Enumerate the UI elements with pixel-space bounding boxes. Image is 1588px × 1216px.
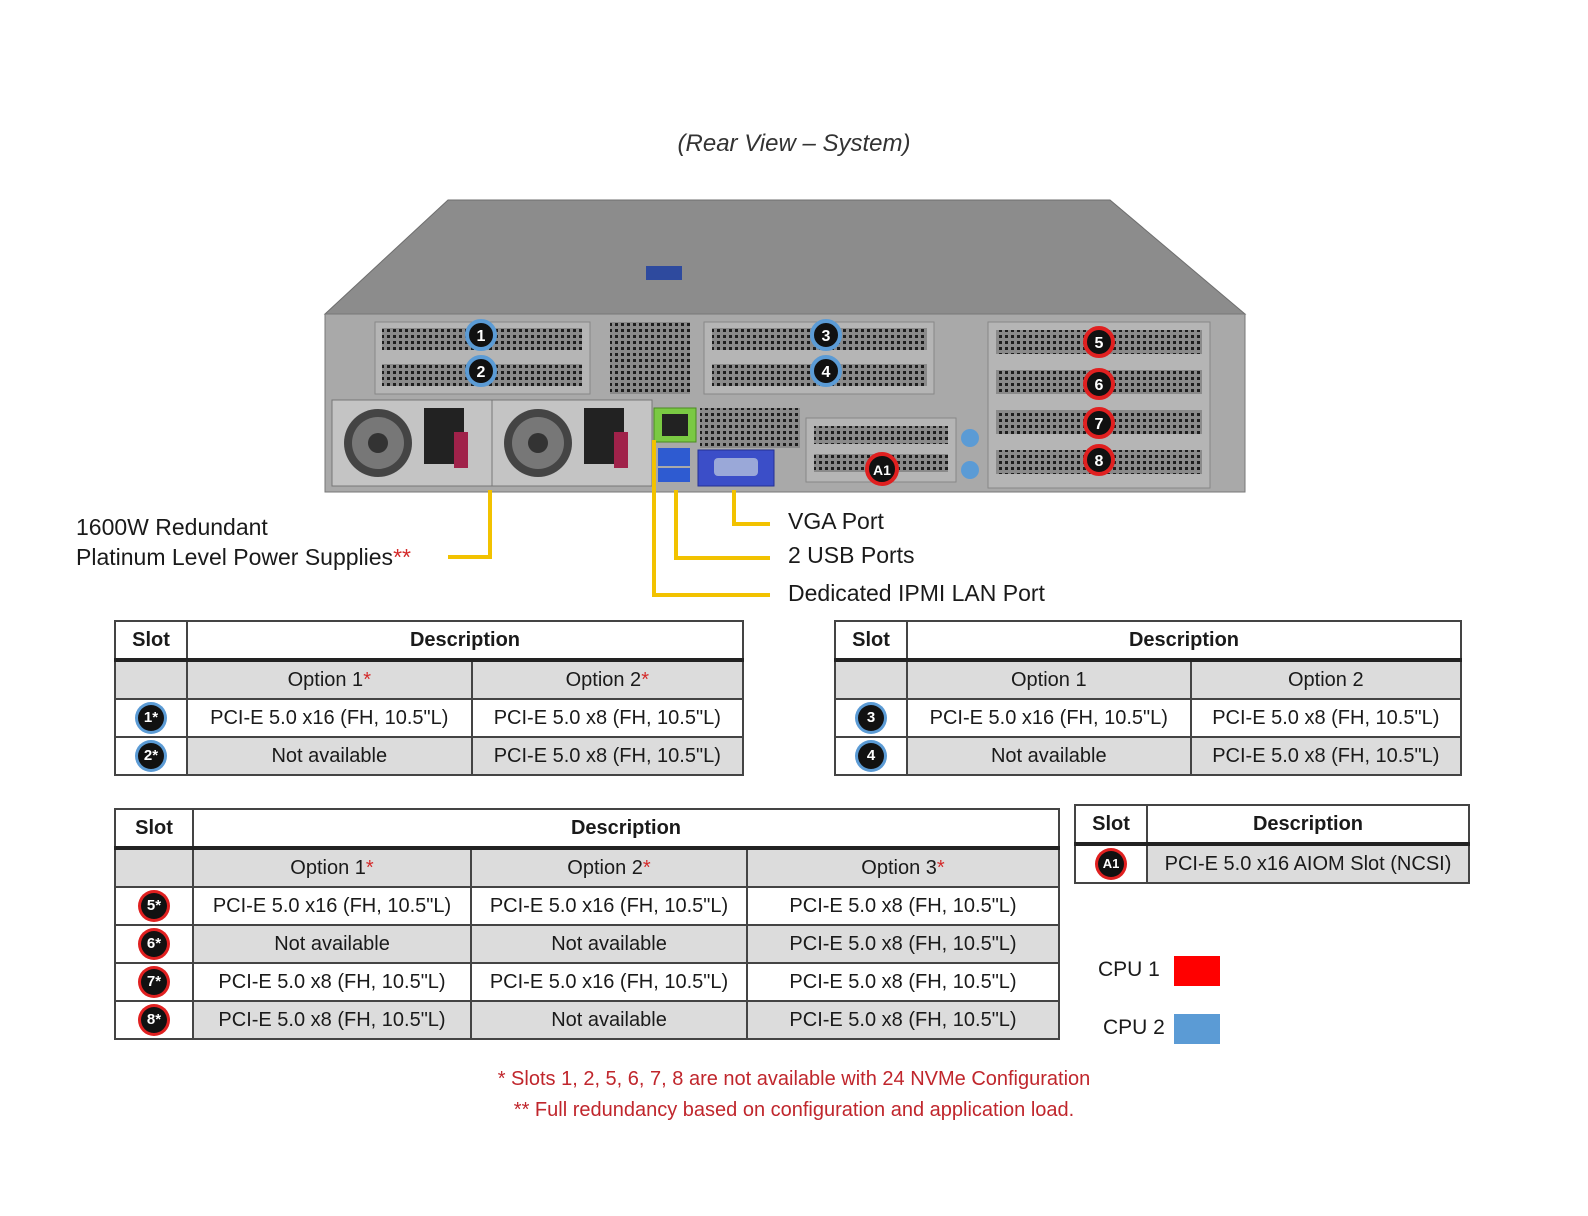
footnote-2: ** Full redundancy based on configuratio… (513, 1099, 1075, 1121)
slot-table-1-2: Slot Description Option 1* Option 2* 1* … (114, 620, 745, 776)
badge-slot-a1 (865, 452, 899, 486)
table2-row2-option2: PCI-E 5.0 x8 (FH, 10.5"L) (1189, 736, 1463, 776)
table4-row1-badge: A1 (1098, 851, 1124, 877)
badge-slot-2-label: 2 (477, 364, 486, 381)
table1-row2-badge: 2* (138, 743, 164, 769)
table4-row1-description: PCI-E 5.0 x16 AIOM Slot (NCSI) (1146, 843, 1470, 884)
table2-row1-option1: PCI-E 5.0 x16 (FH, 10.5"L) (906, 698, 1192, 738)
usb-ports-label: 2 USB Ports (788, 542, 915, 568)
table2-slot-header: Slot (834, 620, 908, 662)
table3-row3-badge: 7* (141, 969, 167, 995)
psu-label-line1: 1600W Redundant (76, 514, 268, 540)
table2-description-header: Description (906, 620, 1462, 662)
table3-option2-header: Option 2* (470, 847, 748, 888)
table1-option1-header: Option 1* (186, 659, 473, 700)
table1-slot-header: Slot (114, 620, 188, 662)
table3-row3-option3: PCI-E 5.0 x8 (FH, 10.5"L) (746, 962, 1060, 1002)
table1-row1-option1: PCI-E 5.0 x16 (FH, 10.5"L) (186, 698, 473, 738)
table3-row4-option1: PCI-E 5.0 x8 (FH, 10.5"L) (192, 1000, 472, 1040)
psu-label-line2: Platinum Level Power Supplies** (76, 544, 411, 570)
slot-table-a1: Slot Description A1 PCI-E 5.0 x16 AIOM S… (1074, 804, 1470, 884)
callout-lines (448, 440, 770, 597)
badge-slot-7 (1083, 407, 1115, 439)
table3-row1-option1: PCI-E 5.0 x16 (FH, 10.5"L) (192, 886, 472, 926)
table3-row2-option1: Not available (192, 924, 472, 964)
table3-row3-option1: PCI-E 5.0 x8 (FH, 10.5"L) (192, 962, 472, 1002)
table3-row1-option3: PCI-E 5.0 x8 (FH, 10.5"L) (746, 886, 1060, 926)
badge-slot-8-label: 8 (1095, 453, 1104, 470)
badge-slot-3-label: 3 (822, 328, 831, 345)
table2-option2-header: Option 2 (1189, 659, 1463, 700)
legend-cpu1-label: CPU 1 (1098, 958, 1160, 981)
table3-row1-option2: PCI-E 5.0 x16 (FH, 10.5"L) (470, 886, 748, 926)
badge-slot-3 (810, 319, 842, 351)
psu-label-marks: ** (393, 544, 411, 570)
table1-description-header: Description (186, 620, 744, 662)
table3-row2-option3: PCI-E 5.0 x8 (FH, 10.5"L) (746, 924, 1060, 964)
badge-slot-7-label: 7 (1095, 416, 1104, 433)
table3-option1-header: Option 1* (192, 847, 472, 888)
legend-cpu1-swatch (1174, 956, 1220, 986)
diagram-title: (Rear View – System) (677, 130, 911, 157)
badge-slot-a1-label: A1 (873, 462, 891, 478)
table3-option3-header: Option 3* (746, 847, 1060, 888)
badge-slot-5-label: 5 (1095, 335, 1104, 352)
badge-slot-8 (1083, 444, 1115, 476)
badge-slot-6 (1083, 368, 1115, 400)
table3-slot-header: Slot (114, 808, 194, 850)
table1-row2-option1: Not available (186, 736, 473, 776)
footnote-1: * Slots 1, 2, 5, 6, 7, 8 are not availab… (497, 1068, 1091, 1090)
table3-row4-option3: PCI-E 5.0 x8 (FH, 10.5"L) (746, 1000, 1060, 1040)
badge-slot-6-label: 6 (1095, 377, 1104, 394)
table1-option2-header: Option 2* (470, 659, 745, 700)
table4-slot-header: Slot (1074, 804, 1148, 846)
table2-row2-badge: 4 (858, 743, 884, 769)
table2-row2-option1: Not available (906, 736, 1192, 776)
table3-description-header: Description (192, 808, 1060, 850)
badge-slot-1 (465, 319, 497, 351)
legend-cpu2-swatch (1174, 1014, 1220, 1044)
table2-row1-option2: PCI-E 5.0 x8 (FH, 10.5"L) (1189, 698, 1463, 738)
table4-description-header: Description (1146, 804, 1470, 846)
table1-row1-badge: 1* (138, 705, 164, 731)
table3-row2-option2: Not available (470, 924, 748, 964)
badge-slot-2 (465, 355, 497, 387)
table3-row4-option2: Not available (470, 1000, 748, 1040)
slot-table-3-4: Slot Description Option 1 Option 2 3 PCI… (834, 620, 1463, 776)
vga-port-label: VGA Port (788, 508, 884, 534)
table3-row2-badge: 6* (141, 931, 167, 957)
table1-row1-option2: PCI-E 5.0 x8 (FH, 10.5"L) (470, 698, 745, 738)
table2-row1-badge: 3 (858, 705, 884, 731)
server-rear-view: 1 2 3 4 5 6 7 8 A1 (323, 199, 1247, 493)
legend-cpu2-label: CPU 2 (1103, 1016, 1165, 1039)
badge-slot-4 (810, 355, 842, 387)
table3-row4-badge: 8* (141, 1007, 167, 1033)
table2-option1-header: Option 1 (906, 659, 1192, 700)
slot-table-5-8: Slot Description Option 1* Option 2* Opt… (114, 808, 1060, 1040)
badge-slot-1-label: 1 (477, 328, 486, 345)
badge-slot-4-label: 4 (822, 364, 831, 381)
table3-row3-option2: PCI-E 5.0 x16 (FH, 10.5"L) (470, 962, 748, 1002)
ipmi-port-label: Dedicated IPMI LAN Port (788, 580, 1045, 606)
table1-row2-option2: PCI-E 5.0 x8 (FH, 10.5"L) (470, 736, 745, 776)
table3-row1-badge: 5* (141, 893, 167, 919)
badge-slot-5 (1083, 326, 1115, 358)
